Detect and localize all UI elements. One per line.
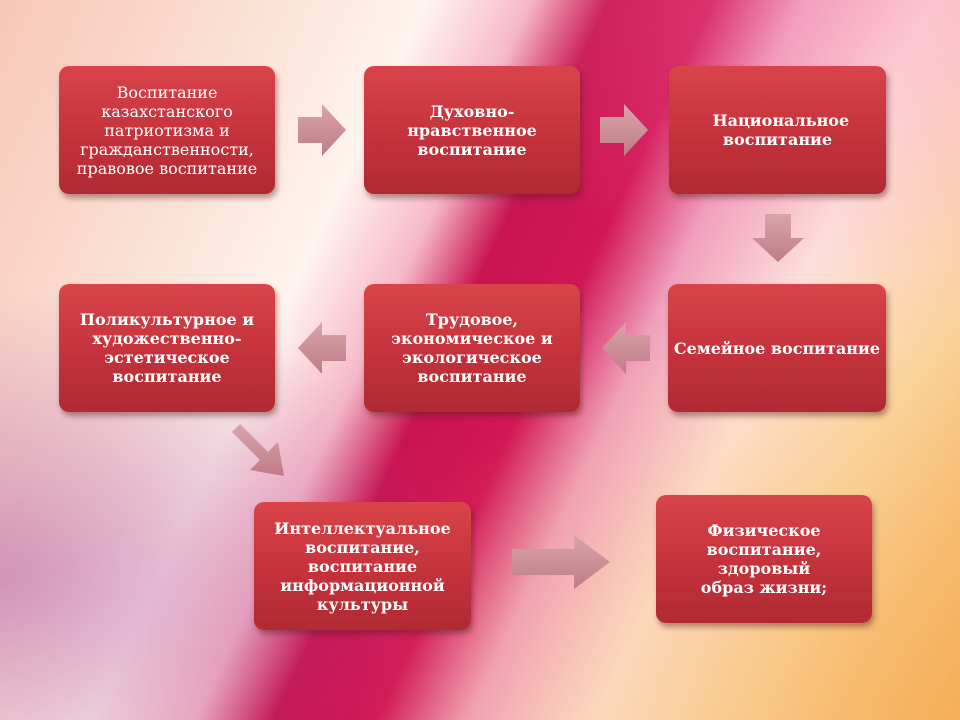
box-multicultural-aesthetic-education: Поликультурное и художественно-эстетичес… (59, 284, 275, 412)
box-multicultural-aesthetic-education-label: Поликультурное и художественно-эстетичес… (79, 310, 255, 386)
arrow-right-1 (298, 104, 346, 156)
box-physical-education: Физическое воспитание, здоровый образ жи… (656, 495, 872, 623)
box-spiritual-moral-education-label: Духовно-нравственное воспитание (407, 101, 537, 159)
box-intellectual-education-label: Интеллектуальное воспитание, воспитание … (274, 518, 451, 614)
box-patriotic-education: Воспитание казахстанского патриотизма и … (59, 66, 275, 194)
arrow-right-2 (600, 104, 648, 156)
box-national-education-label: Национальное воспитание (712, 111, 850, 149)
box-physical-education-label: Физическое воспитание, здоровый образ жи… (700, 521, 828, 597)
box-labor-economic-education: Трудовое, экономическое и экологическое … (364, 284, 580, 412)
arrow-diagonal-down (232, 424, 284, 476)
arrow-left-2 (298, 322, 346, 374)
box-family-education: Семейное воспитание (668, 284, 886, 412)
box-spiritual-moral-education: Духовно-нравственное воспитание (364, 66, 580, 194)
arrow-left-1 (602, 322, 650, 374)
box-intellectual-education: Интеллектуальное воспитание, воспитание … (254, 502, 471, 630)
box-national-education: Национальное воспитание (669, 66, 886, 194)
box-labor-economic-education-label: Трудовое, экономическое и экологическое … (391, 310, 553, 386)
box-patriotic-education-label: Воспитание казахстанского патриотизма и … (76, 82, 258, 178)
arrow-down-1 (752, 214, 804, 262)
arrow-right-3 (512, 535, 610, 589)
box-family-education-label: Семейное воспитание (673, 338, 881, 358)
